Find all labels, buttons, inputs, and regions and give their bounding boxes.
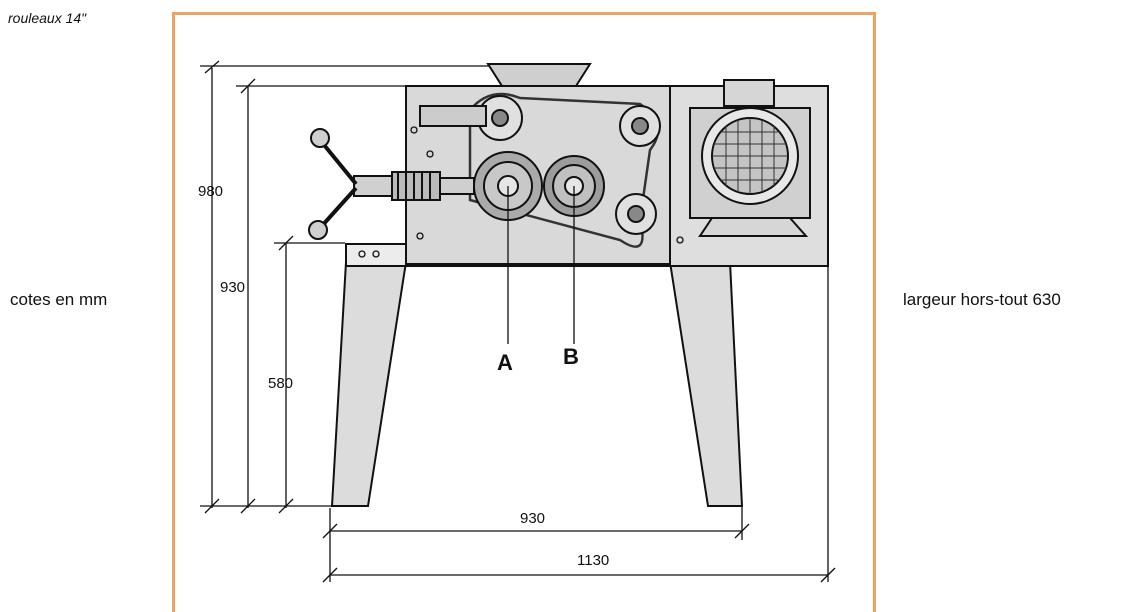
roller-size-note: rouleaux 14" (8, 10, 87, 26)
machine-legs (330, 261, 744, 507)
dimension-lines (200, 60, 836, 583)
roller-a-label: A (497, 350, 513, 375)
dim-930-vertical: 930 (220, 279, 245, 296)
body-fasteners (410, 126, 684, 244)
drawing-frame (172, 12, 876, 612)
dim-930-horizontal: 930 (520, 510, 545, 527)
dim-580: 580 (268, 375, 293, 392)
leader-lines (507, 186, 575, 344)
dim-980: 980 (198, 183, 223, 200)
hopper (486, 63, 592, 87)
motor-grille (712, 118, 788, 194)
overall-width-note: largeur hors-tout 630 (903, 290, 1061, 309)
units-note: cotes en mm (10, 290, 108, 309)
roller-b-label: B (563, 344, 579, 369)
dim-1130: 1130 (577, 552, 609, 569)
adjustment-handle (308, 128, 475, 240)
tensioner (419, 105, 487, 127)
pulleys (477, 95, 661, 235)
